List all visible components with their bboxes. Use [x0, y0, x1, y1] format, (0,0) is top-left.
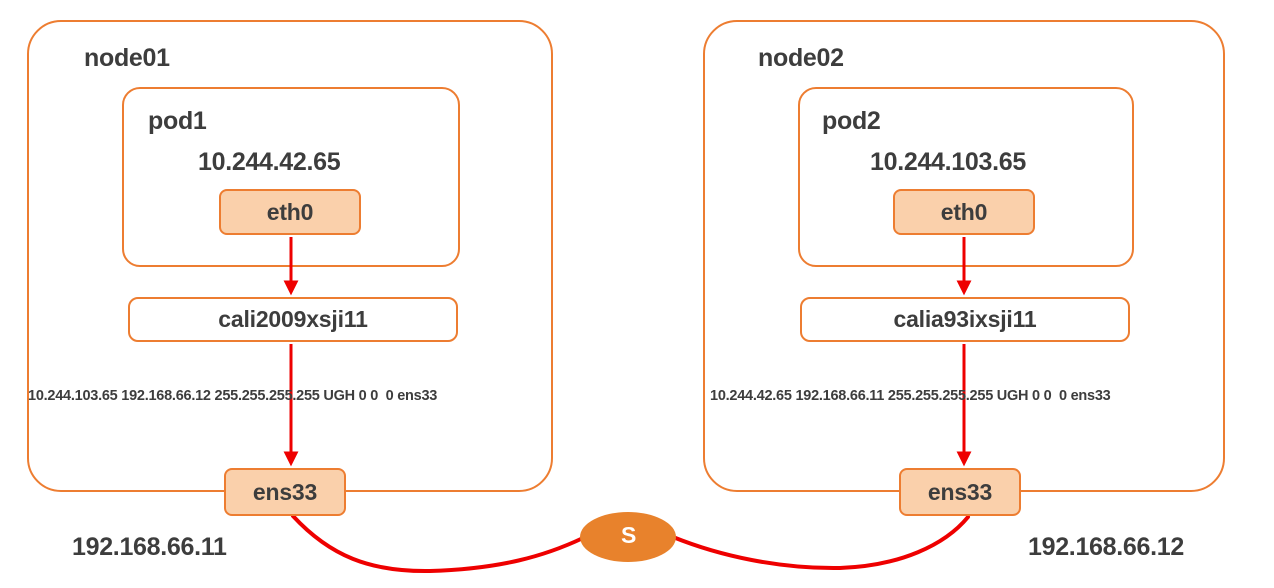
cable-node01-to-switch	[291, 514, 585, 574]
interface-box-pod1-eth0: eth0	[219, 189, 361, 235]
interface-box-node02-ens33: ens33	[899, 468, 1021, 516]
host-ip-node01: 192.168.66.11	[72, 533, 227, 561]
host-ip-node02: 192.168.66.12	[1028, 533, 1184, 561]
node-label-node01: node01	[84, 44, 170, 72]
interface-box-node01-ens33: ens33	[224, 468, 346, 516]
switch-label: S	[621, 522, 637, 548]
veth-box-cali2009xsji11: cali2009xsji11	[128, 297, 458, 342]
route-entry-node02: 10.244.42.65 192.168.66.11 255.255.255.2…	[710, 388, 1111, 404]
pod-label-pod1: pod1	[148, 107, 207, 135]
pod-ip-pod2: 10.244.103.65	[870, 148, 1026, 176]
route-entry-node01: 10.244.103.65 192.168.66.12 255.255.255.…	[28, 388, 438, 404]
pod-label-pod2: pod2	[822, 107, 881, 135]
cable-switch-to-node02	[671, 515, 970, 571]
pod-ip-pod1: 10.244.42.65	[198, 148, 341, 176]
pod-box-pod2	[798, 87, 1134, 267]
interface-box-pod2-eth0: eth0	[893, 189, 1035, 235]
node-label-node02: node02	[758, 44, 844, 72]
veth-box-calia93ixsji11: calia93ixsji11	[800, 297, 1130, 342]
